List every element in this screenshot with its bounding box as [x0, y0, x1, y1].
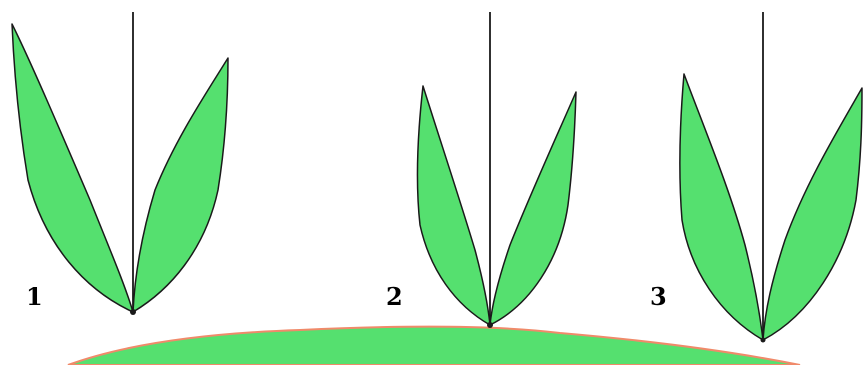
plant-3-node: [760, 337, 766, 343]
plant-3-right-leaf: [762, 87, 863, 341]
plant-figure-1: 1: [11, 12, 229, 315]
plant-2-right-leaf: [489, 91, 577, 326]
plant-1-right-leaf: [132, 57, 229, 313]
plant-2-left-leaf: [416, 85, 491, 326]
figure-label-1: 1: [26, 282, 43, 311]
plant-2-node: [487, 322, 493, 328]
plant-1-node: [130, 309, 136, 315]
ground-mound: [67, 325, 801, 365]
plant-1-left-leaf: [11, 23, 134, 313]
figure-label-3: 3: [650, 282, 667, 311]
plant-figure-3: 3: [650, 12, 863, 343]
plant-figure-2: 2: [386, 12, 577, 328]
plant-3-left-leaf: [679, 73, 764, 341]
figure-label-2: 2: [386, 282, 403, 311]
